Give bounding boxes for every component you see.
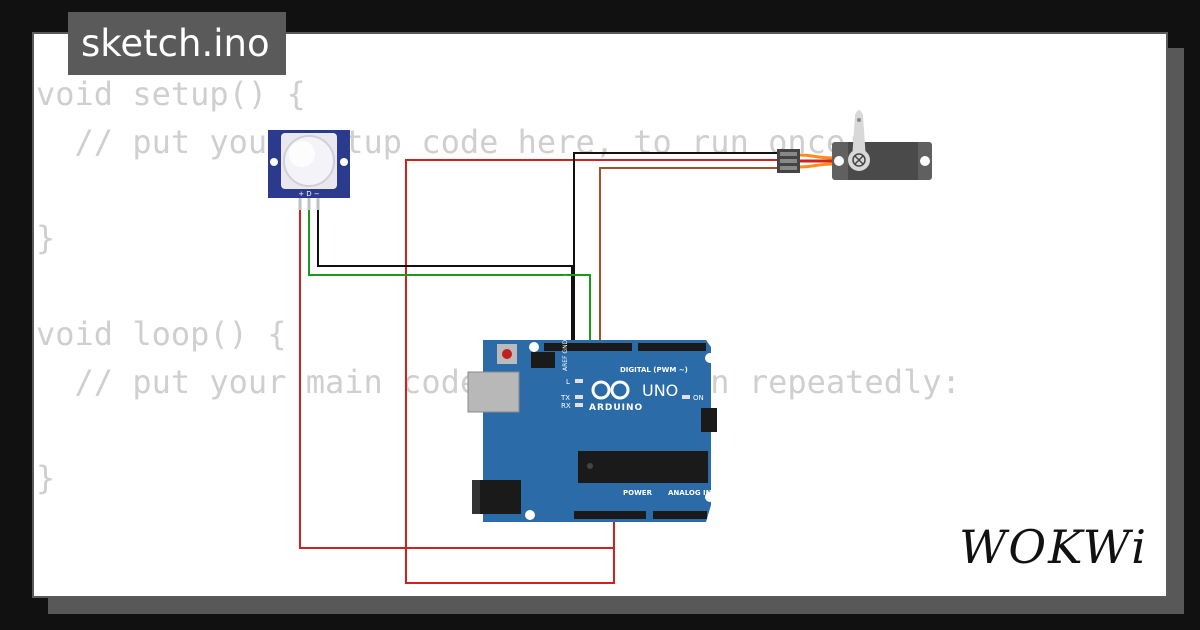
analog-header[interactable] [653,511,707,519]
pir-dome-highlight [289,141,315,167]
uno-logo-right [610,380,630,400]
mount-hole [705,353,715,363]
wokwi-logo: WOKWi [959,520,1148,574]
servo-mount-hole [834,156,844,166]
led-l [575,379,583,383]
microcontroller-chip [578,451,708,483]
led-tx [575,395,583,399]
analog-header-label: ANALOG IN [668,489,712,497]
digital-header-left[interactable] [544,343,632,351]
wire-green-pir-signal[interactable] [308,200,591,345]
pir-mount-hole [270,158,278,166]
usb-port [467,371,520,413]
wire-brown-servo-signal[interactable] [599,167,781,345]
icsp-header [531,352,555,368]
wire-red-servo-vcc[interactable] [405,159,781,584]
mount-hole [705,492,715,502]
arduino-uno-board[interactable]: AREF GND 13 12 ~11 ~10 ~9 8 DIGITAL (PWM… [467,275,717,522]
board-brand: ARDUINO [589,403,643,413]
code-line: } [36,459,56,497]
code-line: void loop() { [36,315,287,353]
led-on-label: ON [693,394,704,402]
led-rx [575,403,583,407]
pir-pin-labels: + D − [298,190,320,198]
power-header-label: POWER [623,489,653,497]
pir-mount-hole [340,158,348,166]
led-tx-label: TX [560,394,570,402]
mount-hole [525,510,535,520]
uno-logo-left [591,380,611,400]
pir-sensor[interactable]: + D − [268,130,350,210]
code-line: } [36,219,56,257]
file-tab[interactable]: sketch.ino [68,12,286,75]
servo-motor[interactable] [777,110,932,180]
board-model: UNO [642,381,678,400]
led-rx-label: RX [561,402,571,410]
servo-mount-hole [920,156,930,166]
power-jack [472,480,521,514]
led-l-label: L [566,378,570,386]
digital-header-right[interactable] [638,343,706,351]
icsp2-header [701,408,717,432]
wire-black-servo-gnd[interactable] [573,152,781,345]
mount-hole [529,342,539,352]
wires [299,152,781,584]
top-pin-labels: AREF GND 13 12 ~11 ~10 ~9 8 [562,275,569,371]
wire-black-pir-gnd[interactable] [317,200,573,345]
code-line: void setup() { [36,75,306,113]
digital-header-label: DIGITAL (PWM ~) [620,366,688,374]
led-on [682,395,690,399]
servo-horn [852,110,866,160]
power-header[interactable] [574,511,646,519]
